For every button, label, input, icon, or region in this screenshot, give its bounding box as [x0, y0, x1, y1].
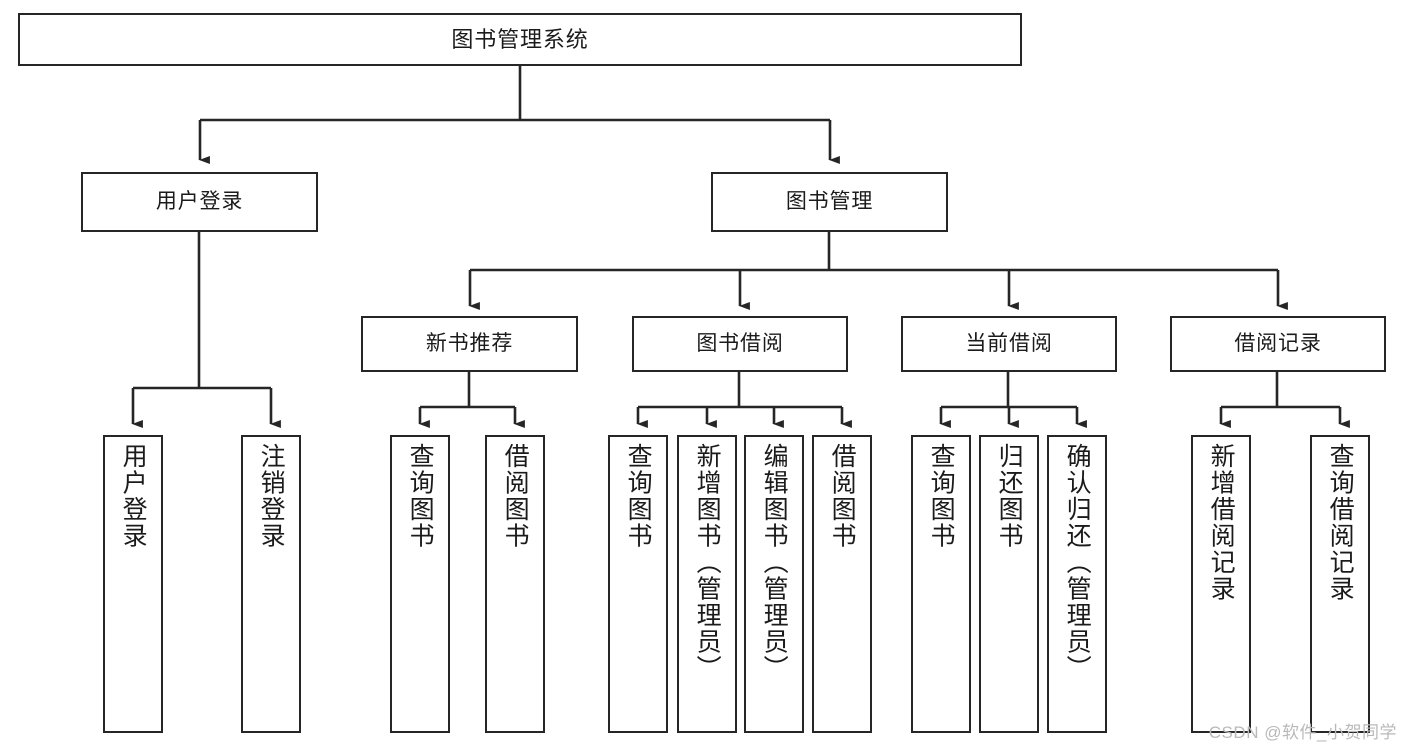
- node-label: 图书管理系统: [451, 26, 589, 52]
- node-new-book-recommend[interactable]: 新书推荐: [361, 316, 578, 372]
- leaf-borrow-book-recommend[interactable]: 借阅图书: [485, 435, 545, 733]
- leaf-add-book-admin[interactable]: 新增图书（管理员）: [677, 435, 737, 733]
- leaf-borrow-book[interactable]: 借阅图书: [812, 435, 872, 733]
- node-label: 新增借阅记录: [1207, 443, 1236, 602]
- node-borrow-record[interactable]: 借阅记录: [1170, 316, 1386, 372]
- node-label: 图书管理: [785, 189, 874, 213]
- node-label: 用户登录: [119, 443, 148, 549]
- leaf-query-book-recommend[interactable]: 查询图书: [390, 435, 450, 733]
- node-user-login[interactable]: 用户登录: [81, 172, 318, 232]
- leaf-query-borrow-record[interactable]: 查询借阅记录: [1310, 435, 1370, 733]
- leaf-query-book-borrow[interactable]: 查询图书: [608, 435, 668, 733]
- leaf-user-login[interactable]: 用户登录: [103, 435, 163, 733]
- node-label: 图书借阅: [696, 331, 784, 355]
- node-root-system[interactable]: 图书管理系统: [18, 13, 1022, 66]
- node-book-management[interactable]: 图书管理: [711, 172, 948, 232]
- node-label: 借阅图书: [501, 443, 530, 549]
- node-label: 归还图书: [995, 443, 1024, 549]
- leaf-add-borrow-record[interactable]: 新增借阅记录: [1191, 435, 1251, 733]
- csdn-watermark: CSDN @软件_小贺同学: [1208, 723, 1397, 742]
- node-label: 查询图书: [406, 443, 435, 549]
- node-label: 注销登录: [257, 443, 286, 549]
- node-label: 新书推荐: [425, 331, 514, 355]
- node-label: 查询借阅记录: [1326, 443, 1355, 602]
- node-label: 当前借阅: [965, 331, 1053, 355]
- node-label: 确认归还（管理员）: [1063, 443, 1092, 682]
- node-book-borrow[interactable]: 图书借阅: [632, 316, 848, 372]
- node-label: 查询图书: [624, 443, 653, 549]
- leaf-query-book-current[interactable]: 查询图书: [911, 435, 971, 733]
- leaf-logout[interactable]: 注销登录: [241, 435, 301, 733]
- node-label: 查询图书: [927, 443, 956, 549]
- node-label: 新增图书（管理员）: [693, 443, 722, 682]
- node-label: 借阅记录: [1234, 331, 1322, 355]
- node-label: 借阅图书: [828, 443, 857, 549]
- leaf-return-book[interactable]: 归还图书: [979, 435, 1039, 733]
- leaf-confirm-return-admin[interactable]: 确认归还（管理员）: [1047, 435, 1107, 733]
- node-label: 用户登录: [155, 189, 244, 213]
- node-label: 编辑图书（管理员）: [760, 443, 789, 682]
- node-current-borrow[interactable]: 当前借阅: [901, 316, 1117, 372]
- leaf-edit-book-admin[interactable]: 编辑图书（管理员）: [744, 435, 804, 733]
